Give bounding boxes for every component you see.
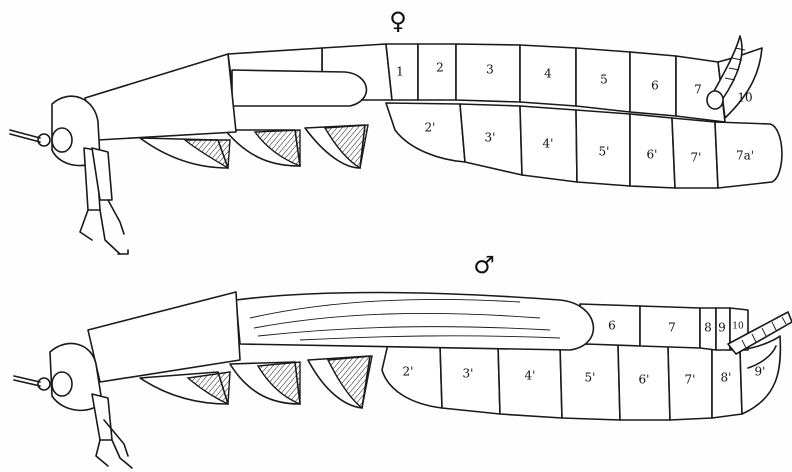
female-tergite-label-10: 10 <box>737 91 752 105</box>
female-tergite-label-1: 1 <box>396 65 404 79</box>
male-sternite-label-8: 8' <box>721 371 732 385</box>
female-tergite-label-2: 2 <box>436 61 444 75</box>
male-sternite-label-7: 7' <box>685 373 696 387</box>
female-sternite-label-3: 3' <box>485 131 496 145</box>
female-sternite-label-6: 6' <box>647 148 658 162</box>
female-front-leg <box>80 148 128 254</box>
female-sternite-label-5: 5' <box>599 145 610 159</box>
female-thorax-lobe <box>232 70 366 106</box>
female-tergite-label-5: 5 <box>600 73 608 87</box>
male-sternite-label-9: 9' <box>755 365 766 379</box>
female-sternite-label-7a: 7a' <box>736 149 754 163</box>
female-specimen: ♀ <box>10 7 782 254</box>
male-prothorax <box>88 292 240 382</box>
female-tergite-label-6: 6 <box>651 79 659 93</box>
male-tergite-label-9: 9 <box>718 321 726 335</box>
female-tergite-label-4: 4 <box>544 67 552 81</box>
male-sternite-label-5: 5' <box>585 371 596 385</box>
female-sternite-label-2: 2' <box>425 121 436 135</box>
female-sternite-label-4: 4' <box>543 137 554 151</box>
male-sternite-label-4: 4' <box>525 369 536 383</box>
male-front-leg <box>92 394 132 468</box>
male-tergite-label-6: 6 <box>608 319 616 333</box>
male-symbol: ♂ <box>473 251 495 279</box>
female-sternite-label-7: 7' <box>691 151 702 165</box>
male-sternite-label-6: 6' <box>639 373 650 387</box>
female-tergite-label-7: 7 <box>694 83 702 97</box>
female-tergite-label-3: 3 <box>486 63 494 77</box>
male-sternite-label-3: 3' <box>463 367 474 381</box>
male-head <box>14 343 102 410</box>
female-symbol: ♀ <box>389 7 407 35</box>
male-wing <box>236 292 593 350</box>
male-tergite-label-7: 7 <box>668 321 676 335</box>
male-tergite-label-10: 10 <box>732 322 744 332</box>
male-specimen: ♂ <box>14 251 792 468</box>
male-sternite-label-2: 2' <box>403 365 414 379</box>
female-prothorax <box>85 54 236 140</box>
male-tergite-label-8: 8 <box>704 321 712 335</box>
